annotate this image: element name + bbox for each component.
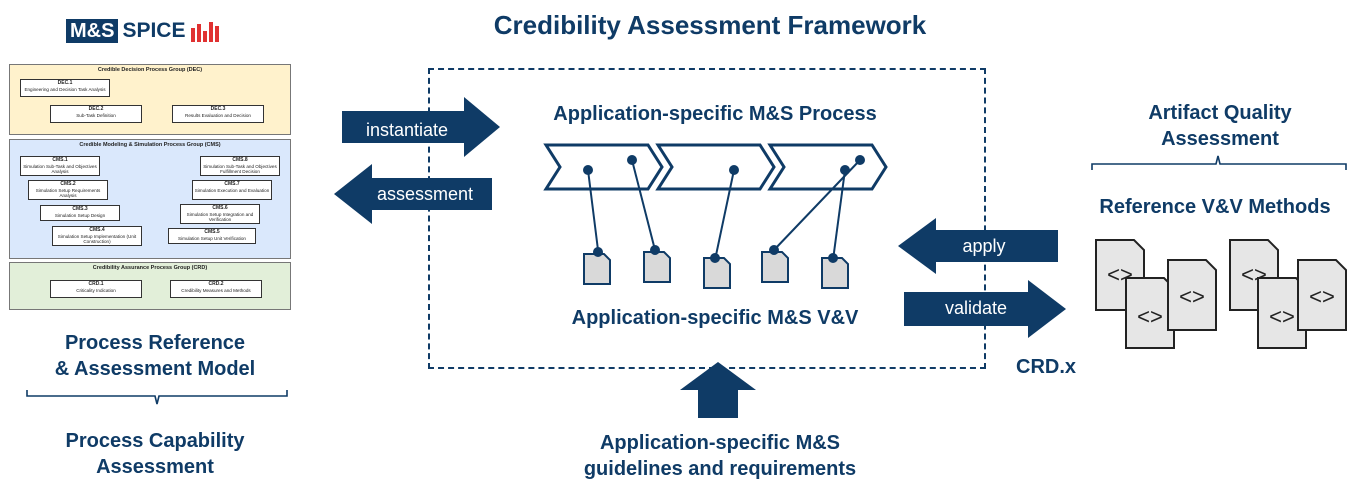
vv-artifact-4: [761, 251, 789, 283]
doc-glyph-1: <>: [1107, 262, 1133, 287]
process-label: Application-specific M&S Process: [553, 103, 877, 125]
left-brace: [26, 390, 288, 405]
cms-group: Credible Modeling & Simulation Process G…: [9, 139, 291, 259]
guidelines-label: Application-specific M&S guidelines and …: [583, 432, 857, 480]
apply-label: apply: [962, 236, 1006, 256]
apply-arrow: [898, 218, 1058, 274]
capability-label: Process Capability Assessment: [65, 430, 245, 478]
assessment-arrow: [334, 164, 492, 224]
doc-glyph-4: <>: [1241, 262, 1267, 287]
reference-vv-documents: <> <> <> <> <> <>: [1095, 239, 1347, 349]
vv-artifact-3: [703, 257, 731, 289]
process-chain: [543, 143, 888, 289]
logo: M&S SPICE: [66, 19, 225, 43]
crd-group-title: Credibility Assurance Process Group (CRD…: [92, 265, 208, 271]
dec-group-title: Credible Decision Process Group (DEC): [97, 67, 203, 73]
artifact-quality-label: Artifact Quality Assessment: [1148, 102, 1292, 150]
process-step-1: [543, 143, 664, 191]
code-document-icon: [1167, 259, 1217, 331]
crd-x-label: CRD.x: [1016, 356, 1077, 378]
instantiate-label: instantiate: [365, 120, 449, 140]
reference-model-label: Process Reference & Assessment Model: [54, 332, 256, 380]
vv-artifact-2: [643, 251, 671, 283]
reference-vv-label: Reference V&V Methods: [1099, 196, 1331, 218]
guidelines-arrow: [680, 362, 756, 418]
right-brace: [1091, 155, 1347, 170]
cms-group-title: Credible Modeling & Simulation Process G…: [79, 142, 221, 148]
page-title: Credibility Assessment Framework: [493, 10, 927, 40]
process-step-2: [655, 143, 776, 191]
bar-chart-icon: [191, 22, 220, 42]
logo-ms: M&S: [66, 19, 119, 43]
code-document-icon: [1297, 259, 1347, 331]
logo-spice: SPICE: [122, 19, 186, 42]
vv-artifact-5: [821, 257, 849, 289]
doc-glyph-2: <>: [1137, 304, 1163, 329]
instantiate-arrow: [342, 97, 500, 157]
process-step-3: [767, 143, 888, 191]
doc-glyph-6: <>: [1309, 284, 1335, 309]
doc-glyph-3: <>: [1179, 284, 1205, 309]
framework-frame: [428, 68, 986, 369]
doc-glyph-5: <>: [1269, 304, 1295, 329]
vv-label: Application-specific M&S V&V: [571, 307, 859, 329]
vv-artifact-1: [583, 253, 611, 285]
validate-arrow: [904, 280, 1066, 338]
validate-label: validate: [944, 298, 1008, 318]
assessment-label: assessment: [376, 184, 474, 204]
crd-group: Credibility Assurance Process Group (CRD…: [9, 262, 291, 310]
dec-group: Credible Decision Process Group (DEC) DE…: [9, 64, 291, 135]
